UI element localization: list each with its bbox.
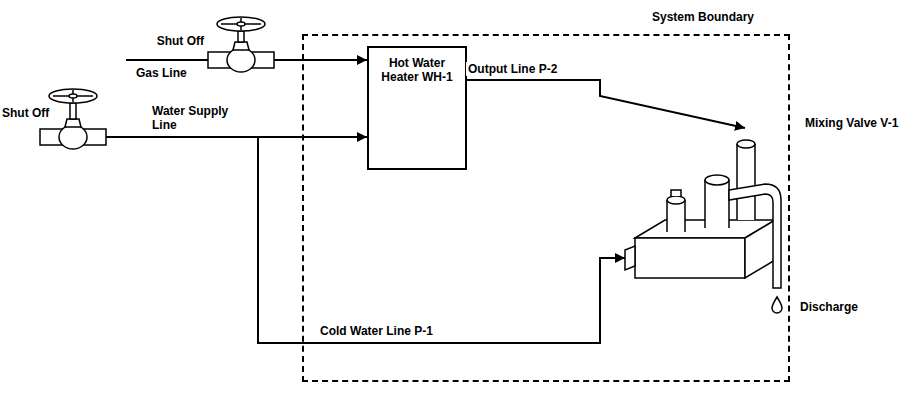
outline-stroke [217,17,265,31]
outline-stroke [729,184,781,288]
heater-box: Hot Water Heater WH-1 [367,46,467,170]
outline-stroke [705,180,729,185]
outline-stroke [737,140,755,220]
outline-stroke [227,48,255,72]
line-label: Water Supply Line [150,104,246,132]
outline-stroke [221,18,261,30]
outline-stroke [233,42,249,50]
outline-stroke [745,220,775,278]
outline-stroke [59,125,87,149]
outline-stroke [705,175,729,228]
outline-stroke [667,196,685,232]
line-label: Gas Line [134,66,189,80]
node-label: Mixing Valve V-1 [805,116,898,130]
outline-stroke [667,200,685,204]
pipe-connector [106,137,625,343]
pipe-connector [467,80,745,128]
pipe-connector [274,59,367,61]
outline-stroke [737,144,755,148]
line-label: Output Line P-2 [466,62,559,76]
node-label: Shut Off [2,106,49,120]
node-label: Hot Water Heater WH-1 [369,48,465,84]
outline-stroke [69,94,77,98]
outline-stroke [625,246,635,270]
node-label: System Boundary [652,10,754,24]
discharge-drop [772,297,782,313]
valve-drawing [208,12,274,74]
outline-stroke [70,103,76,119]
outline-stroke [53,90,93,102]
shutoff-valve: Shut Off [208,12,274,74]
mixing-valve: Mixing Valve V-1 [625,128,785,300]
outline-stroke [635,238,745,278]
valve-drawing [40,84,106,148]
discharge-label: Discharge [798,300,860,314]
outline-stroke [238,31,244,42]
line-label: Cold Water Line P-1 [318,324,435,338]
faucet-drawing [625,128,785,300]
outline-stroke [237,22,245,26]
outline-stroke [65,119,81,127]
outline-stroke [49,89,97,103]
outline-stroke [671,190,681,196]
node-label: Shut Off [157,34,204,48]
shutoff-valve: Shut Off [40,84,106,148]
gas-supply-stub [126,59,210,61]
